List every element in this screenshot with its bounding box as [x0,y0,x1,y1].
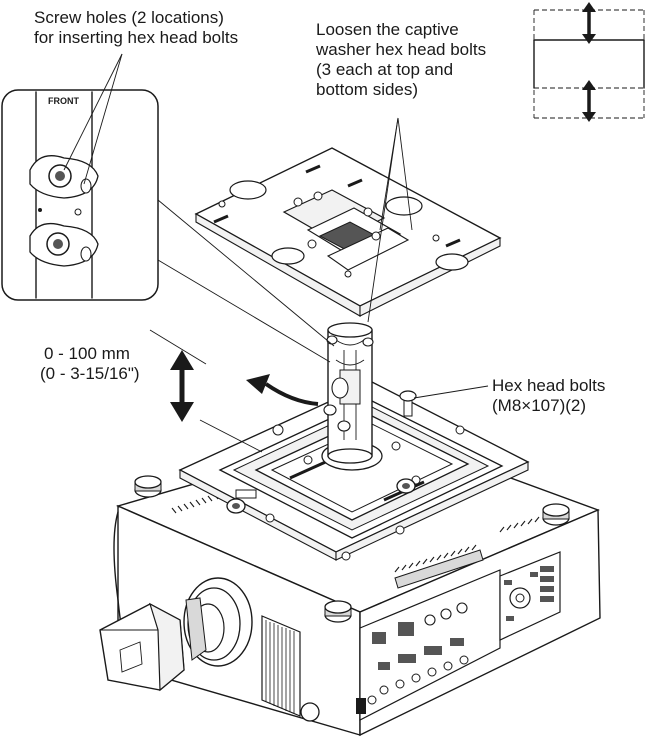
front-vent [261,615,301,717]
loosen-bolts-label: Loosen the captive washer hex head bolts… [316,20,486,100]
side-bolt-right [396,478,416,494]
screw-holes-inset: FRONT [1,89,159,301]
connector-panel [356,569,501,721]
adjust-direction-inset [533,2,645,122]
loosen-line-2: washer hex head bolts [316,40,487,59]
range-line-1: 0 - 100 mm [44,344,130,363]
screw-holes-line-2: for inserting hex head bolts [34,28,239,47]
screw-holes-line-1: Screw holes (2 locations) [34,8,224,27]
loosen-line-4: bottom sides) [316,80,419,99]
projector-lens [99,577,253,692]
rotation-arrow-icon [246,374,319,406]
hex-head-bolts-label: Hex head bolts (M8×107)(2) [492,376,605,416]
ceiling-plate [194,147,502,317]
double-arrow-up-icon [582,2,596,44]
loosen-line-3: (3 each at top and [316,60,454,79]
callout-leaders [63,53,489,399]
double-arrow-down-icon [582,80,596,122]
screw-holes-label: Screw holes (2 locations) for inserting … [34,8,238,48]
hex-bolts-line-1: Hex head bolts [492,376,606,395]
side-bolt-left [226,489,257,514]
range-line-2: (0 - 3-15/16") [40,364,140,383]
mount-pole [323,322,374,464]
height-range-indicator [149,329,263,453]
height-range-label: 0 - 100 mm (0 - 3-15/16") [40,344,140,384]
adjuster-feet [134,475,570,623]
hex-head-bolt-top [399,390,417,417]
control-panel [499,551,561,641]
hex-bolts-line-2: (M8×107)(2) [492,396,587,415]
inset-front-label: FRONT [48,96,79,106]
mount-base-plate [178,381,530,561]
loosen-line-1: Loosen the captive [316,20,459,39]
